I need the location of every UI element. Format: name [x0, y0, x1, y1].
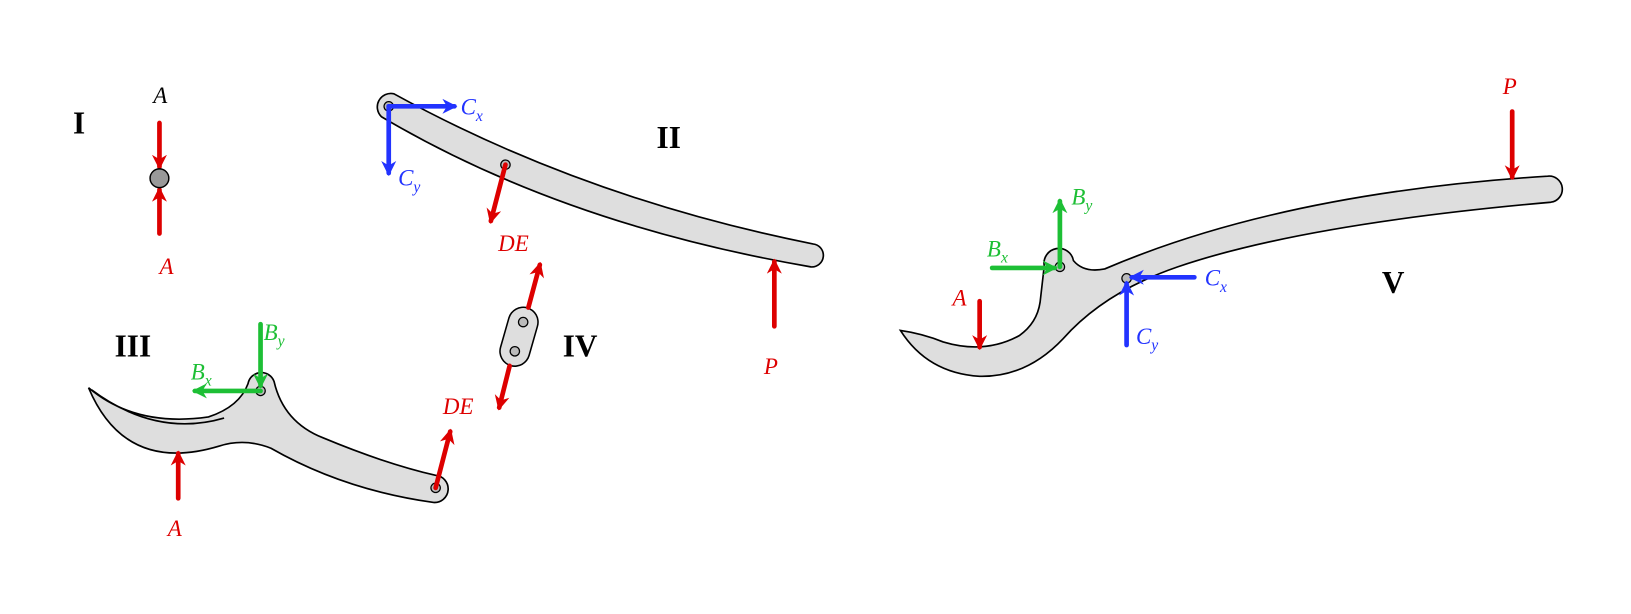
- blade-edge: [91, 389, 225, 425]
- force-arrow-de: [433, 428, 455, 491]
- panel-ii: Cx Cy DE P II: [376, 92, 825, 379]
- label-bx: Bx: [987, 236, 1008, 266]
- panel-iii: By Bx A DE III: [87, 320, 474, 541]
- force-arrow-de: [486, 162, 508, 224]
- pin-a: [149, 168, 170, 189]
- label-cy: Cy: [1136, 324, 1158, 354]
- panel-label-i: I: [73, 105, 85, 140]
- panel-label-ii: II: [657, 120, 681, 155]
- handle-v: [898, 175, 1564, 378]
- panel-label-v: V: [1382, 265, 1405, 300]
- panel-iv: IV: [494, 261, 598, 411]
- panel-i: I A A: [73, 83, 174, 279]
- force-arrow-de-down: [494, 363, 512, 411]
- label-de: DE: [442, 394, 474, 419]
- panel-v: By Bx Cx Cy A P V: [898, 74, 1564, 378]
- label-p: P: [763, 354, 778, 379]
- label-bx: Bx: [191, 359, 212, 389]
- panel-label-iii: III: [115, 329, 151, 364]
- label-a-bottom: A: [157, 254, 174, 279]
- label-p: P: [1502, 74, 1517, 99]
- jaw-iii: [87, 371, 449, 504]
- panel-label-iv: IV: [563, 329, 598, 364]
- label-a: A: [166, 516, 183, 541]
- label-a-top: A: [151, 83, 168, 108]
- label-by: By: [264, 320, 285, 350]
- label-de: DE: [497, 231, 529, 256]
- label-cx: Cx: [461, 95, 483, 125]
- force-arrow-de-up: [526, 261, 544, 310]
- lever-ii: [376, 92, 825, 268]
- label-cy: Cy: [398, 166, 420, 196]
- pin-d: [517, 316, 529, 328]
- label-cx: Cx: [1205, 266, 1227, 296]
- label-by: By: [1071, 184, 1092, 214]
- pin-e: [509, 345, 521, 357]
- label-a: A: [951, 285, 968, 310]
